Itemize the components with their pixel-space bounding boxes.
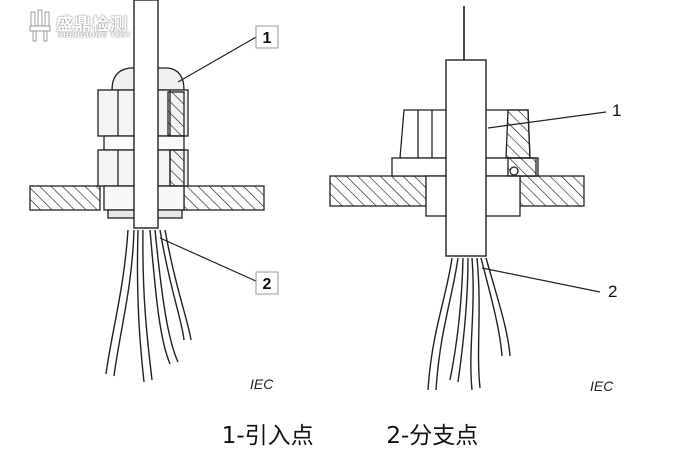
right-figure: 1 2 IEC	[329, 6, 621, 394]
left-callout-1: 1	[263, 30, 272, 47]
figure-caption: 1-引入点 2-分支点	[0, 416, 700, 450]
caption-branch-point: 2-分支点	[386, 423, 479, 449]
left-callout-2: 2	[263, 276, 272, 293]
right-cable	[445, 59, 487, 257]
right-plate	[329, 175, 585, 207]
right-callout-2: 2	[608, 282, 617, 301]
left-callout-box-2	[255, 271, 279, 295]
right-callout-1: 1	[612, 101, 621, 120]
right-leader-2	[481, 267, 601, 293]
right-leader-1	[487, 111, 607, 129]
right-wires	[427, 257, 511, 391]
left-cable	[133, 0, 159, 229]
left-wires	[105, 229, 192, 383]
left-source-label: IEC	[250, 376, 274, 392]
logo-name-en: SHENGDING TEST	[58, 32, 132, 39]
caption-entry-point: 1-引入点	[221, 423, 314, 449]
logo-name-cn: 盛鼎检测	[56, 15, 128, 35]
company-logo: 盛鼎检测 SHENGDING TEST	[28, 8, 140, 46]
left-callout-box-1	[255, 25, 279, 49]
left-plate	[29, 185, 265, 211]
left-leader-2	[159, 237, 259, 283]
left-leader-1	[177, 35, 259, 83]
left-figure: 1 2 IEC	[29, 0, 279, 392]
logo-mark-icon	[29, 9, 51, 42]
right-source-label: IEC	[590, 378, 614, 394]
